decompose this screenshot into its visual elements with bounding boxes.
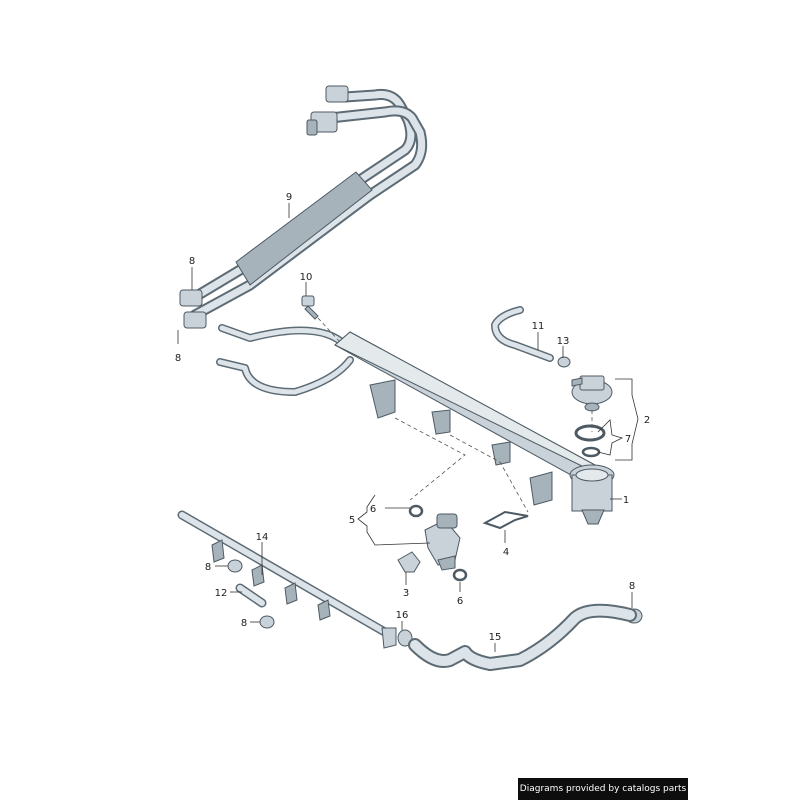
callout-8-right: 8 xyxy=(629,581,635,592)
clamp-8-b[interactable] xyxy=(259,615,275,629)
callout-1: 1 xyxy=(623,495,629,506)
callout-2: 2 xyxy=(644,415,650,426)
o-ring-large[interactable] xyxy=(574,424,606,442)
callout-8-top: 8 xyxy=(189,256,195,267)
callout-8-left: 8 xyxy=(205,562,211,573)
fuel-rail[interactable] xyxy=(216,324,615,525)
clamp-13[interactable] xyxy=(557,356,571,368)
connector-16[interactable] xyxy=(397,629,413,647)
callout-12: 12 xyxy=(215,588,228,599)
callout-9: 9 xyxy=(286,192,292,203)
seal-upper[interactable] xyxy=(408,504,424,518)
long-hose[interactable] xyxy=(408,603,637,671)
callout-7: 7 xyxy=(625,434,631,445)
fuel-hose-line[interactable] xyxy=(179,85,428,329)
callout-13: 13 xyxy=(557,336,570,347)
pressure-regulator[interactable] xyxy=(571,375,613,412)
callout-15: 15 xyxy=(489,632,502,643)
fuel-injector[interactable] xyxy=(424,513,461,571)
callout-6-lower: 6 xyxy=(457,596,463,607)
callout-3: 3 xyxy=(403,588,409,599)
callout-11: 11 xyxy=(532,321,545,332)
retaining-clip[interactable] xyxy=(397,551,421,573)
callouts: 9 8 8 10 11 13 2 7 1 6 5 4 3 6 14 8 12 8… xyxy=(175,192,650,643)
seal-lower[interactable] xyxy=(452,568,468,582)
assembly-guides xyxy=(317,317,593,513)
bolt[interactable] xyxy=(301,295,319,320)
callout-14: 14 xyxy=(256,532,269,543)
callout-8-bottom: 8 xyxy=(241,618,247,629)
lower-fuel-rail[interactable] xyxy=(177,510,397,649)
o-ring-small[interactable] xyxy=(581,446,601,458)
credit-banner: Diagrams provided by catalogs parts xyxy=(518,778,688,800)
short-hose[interactable] xyxy=(235,583,267,608)
callout-10: 10 xyxy=(300,272,313,283)
callout-16: 16 xyxy=(396,610,409,621)
callout-8-mid: 8 xyxy=(175,353,181,364)
callout-5: 5 xyxy=(349,515,355,526)
clamp-8-a[interactable] xyxy=(227,559,243,573)
callout-6-upper: 6 xyxy=(370,504,376,515)
leader-lines xyxy=(177,203,639,652)
callout-4: 4 xyxy=(503,547,509,558)
small-hose[interactable] xyxy=(491,306,554,362)
wire-retainer[interactable] xyxy=(482,510,529,530)
